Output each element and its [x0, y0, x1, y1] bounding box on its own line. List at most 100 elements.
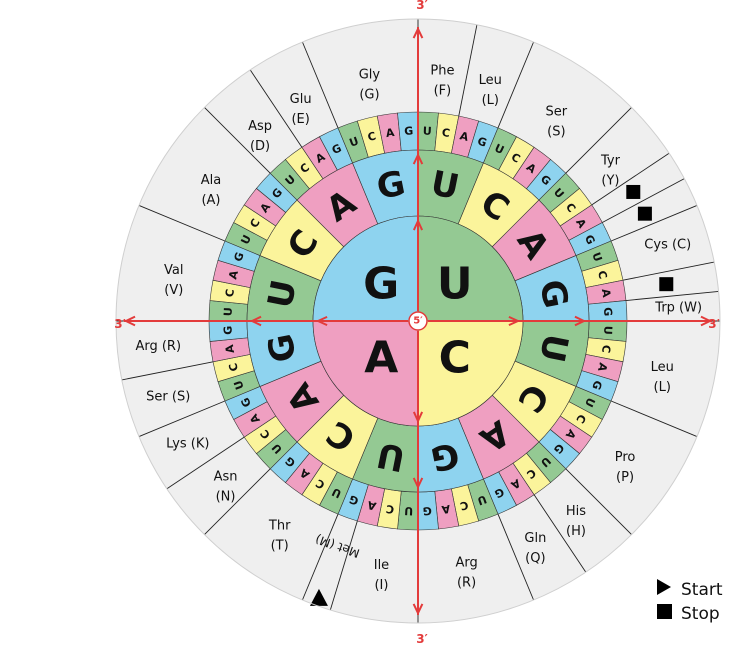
amino-acid-separator: [204, 468, 271, 535]
legend-start: Start: [655, 579, 723, 600]
third-base-letter: U: [601, 326, 614, 336]
direction-arrowhead: [700, 315, 711, 327]
amino-acid-abbreviation: (G): [359, 87, 379, 102]
third-base-letter: G: [348, 492, 361, 507]
third-base-letter: C: [223, 288, 237, 298]
amino-acid-separator: [329, 520, 358, 611]
direction-arrowhead: [251, 315, 262, 327]
amino-acid-separator: [610, 205, 698, 242]
third-base-letter: G: [601, 307, 614, 317]
amino-acid-label: Gln: [524, 531, 546, 546]
amino-acid-abbreviation: (F): [434, 84, 452, 99]
amino-acid-abbreviation: (L): [482, 93, 499, 108]
third-base-letter: U: [423, 125, 433, 138]
direction-arrowhead: [412, 477, 424, 488]
first-base-quadrant: [417, 215, 524, 322]
direction-arrowhead: [412, 220, 424, 231]
amino-acid-label: Asp: [248, 119, 272, 134]
direction-arrowhead: [508, 315, 519, 327]
amino-acid-label: Ser: [546, 104, 568, 119]
amino-acid-abbreviation: (T): [271, 539, 289, 554]
stop-square-icon: [655, 604, 673, 624]
third-base-letter: A: [458, 129, 470, 144]
direction-axes: [124, 27, 712, 615]
legend-start-label: Start: [681, 579, 723, 600]
amino-acid-label: Ile: [374, 558, 389, 573]
amino-acid-label: Gly: [359, 67, 381, 82]
amino-acid-separator: [565, 468, 632, 535]
three-prime-label: 3′: [708, 317, 720, 331]
third-base-letter: G: [222, 325, 235, 335]
amino-acid-separator: [458, 24, 478, 117]
amino-acid-separator: [625, 290, 719, 301]
amino-acid-abbreviation: (R): [457, 576, 476, 591]
amino-acid-separator: [497, 41, 534, 129]
amino-acid-label: Arg (R): [135, 339, 181, 354]
third-base-letter: C: [226, 362, 241, 373]
amino-acid-label: Leu: [479, 73, 502, 88]
first-base-letter: G: [363, 259, 399, 310]
third-base-letter: C: [366, 129, 377, 144]
first-base-letter: C: [439, 332, 471, 383]
third-base-letter: U: [589, 251, 604, 264]
amino-acid-label: Tyr: [600, 154, 621, 169]
third-base-letter: A: [385, 126, 396, 140]
third-base-letter: U: [348, 134, 361, 149]
third-base-letter: C: [385, 502, 395, 516]
third-base-letter: A: [599, 288, 613, 299]
amino-acid-label: Glu: [290, 92, 312, 107]
three-prime-label: 3′: [416, 0, 428, 12]
three-prime-label: 3′: [416, 632, 428, 646]
amino-acid-separator: [602, 178, 685, 223]
amino-acid-abbreviation: (Y): [601, 174, 619, 189]
amino-acid-abbreviation: (E): [291, 112, 309, 127]
amino-acid-label: His: [566, 504, 586, 519]
amino-acid-label: Ala: [201, 173, 221, 188]
direction-arrowhead: [412, 411, 424, 422]
amino-acid-label: Val: [164, 263, 183, 278]
amino-acid-label: Cys (C): [644, 238, 691, 253]
amino-acid-separator: [497, 513, 534, 601]
outer-ring-border: [115, 18, 721, 624]
third-base-letter: C: [459, 498, 470, 513]
amino-acid-separator: [302, 513, 339, 601]
amino-acid-separator: [204, 107, 271, 174]
first-base-quadrant: [312, 215, 419, 322]
amino-acid-abbreviation: (L): [654, 380, 671, 395]
amino-acid-label: Asn: [214, 469, 238, 484]
amino-acid-abbreviation: (Q): [525, 551, 545, 566]
stop-codon-marker: [626, 184, 641, 199]
first-base-letter: A: [364, 332, 398, 383]
third-base-letter: G: [422, 504, 432, 517]
third-base-letter: G: [231, 251, 246, 264]
amino-acid-separator: [302, 41, 339, 129]
amino-acid-separator: [166, 436, 245, 490]
third-base-letter: A: [440, 502, 451, 516]
amino-acid-abbreviation: (H): [566, 524, 586, 539]
amino-acid-separator: [138, 400, 226, 437]
direction-arrowhead: [574, 315, 585, 327]
third-base-letter: G: [589, 379, 604, 392]
amino-acid-abbreviation: (N): [216, 489, 236, 504]
amino-acid-abbreviation: (A): [201, 193, 220, 208]
start-triangle-icon: [655, 579, 673, 600]
five-prime-center: [408, 311, 428, 331]
first-base-letter: U: [437, 259, 473, 310]
amino-acid-separator: [565, 107, 632, 174]
amino-acid-abbreviation: (S): [547, 124, 565, 139]
third-base-letter: C: [441, 126, 451, 140]
amino-acid-separator: [591, 152, 670, 206]
third-base-letter: G: [404, 125, 414, 138]
direction-arrowhead: [412, 603, 424, 614]
amino-acid-label: Thr: [268, 519, 291, 534]
third-base-letter: C: [599, 344, 613, 354]
start-codon-marker: [309, 588, 328, 606]
direction-arrowhead: [125, 315, 136, 327]
amino-acid-separator: [610, 400, 698, 437]
direction-arrowhead: [412, 28, 424, 39]
amino-acid-label: Pro: [615, 450, 636, 465]
amino-acid-separator: [121, 361, 214, 381]
amino-acid-label: Arg: [455, 556, 477, 571]
amino-acid-abbreviation: (V): [164, 283, 183, 298]
amino-acid-label: Trp (W): [654, 301, 702, 316]
